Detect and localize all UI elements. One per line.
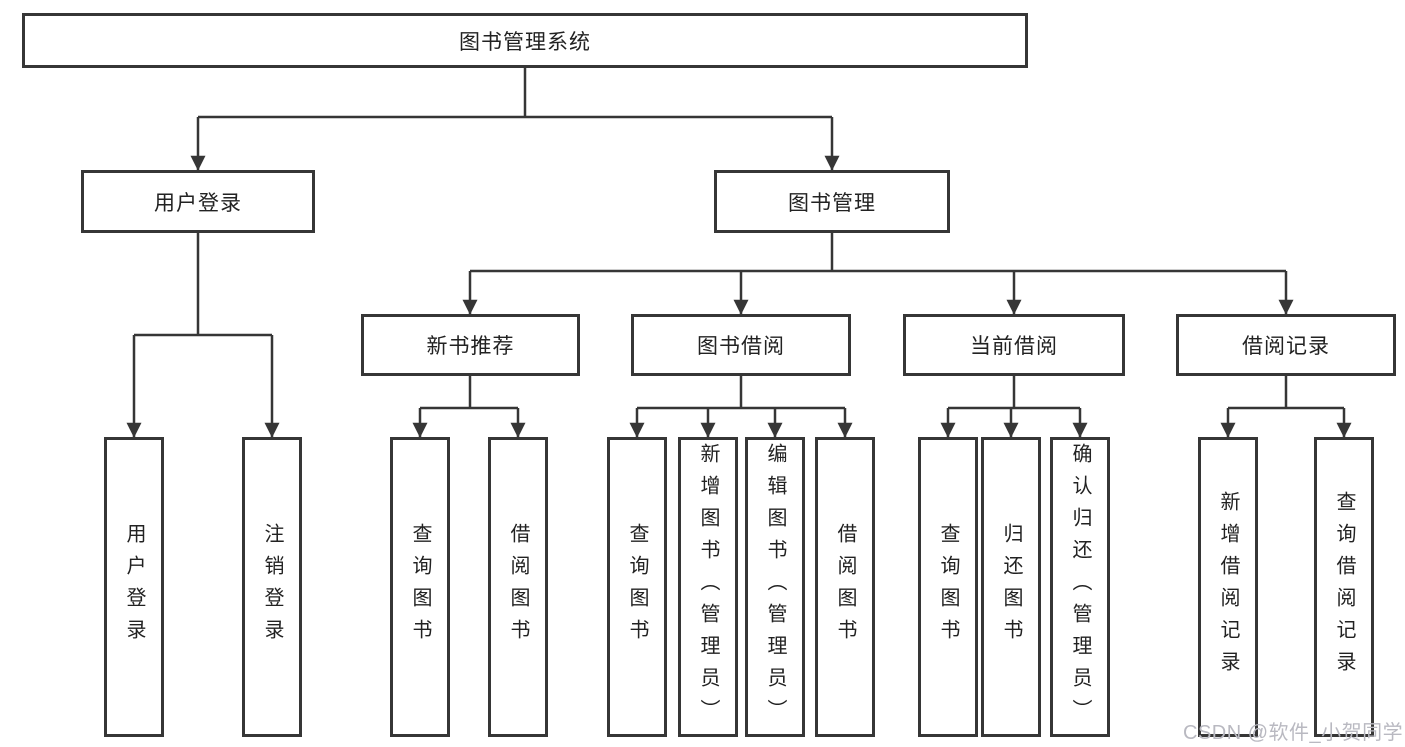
leaf-borrow-books-recommend-label: 借阅图书 <box>507 523 529 651</box>
connector-user-login-children <box>126 233 280 438</box>
leaf-borrow-books-2-label: 借阅图书 <box>834 523 856 651</box>
connector-book-management-children <box>462 233 1294 315</box>
leaf-borrow-books-recommend: 借阅图书 <box>488 437 548 737</box>
node-borrow-records: 借阅记录 <box>1176 314 1396 376</box>
node-borrow-records-label: 借阅记录 <box>1242 335 1330 358</box>
connector-book-borrow-children <box>629 376 853 438</box>
leaf-confirm-return-admin: 确认归还（管理员） <box>1050 437 1110 737</box>
leaf-query-books-recommend-label: 查询图书 <box>409 523 431 651</box>
node-current-borrow: 当前借阅 <box>903 314 1125 376</box>
leaf-edit-book-admin-label: 编辑图书（管理员） <box>764 443 786 731</box>
leaf-add-borrow-record-label: 新增借阅记录 <box>1217 491 1239 683</box>
node-user-login-label: 用户登录 <box>154 191 242 215</box>
node-book-borrow-label: 图书借阅 <box>697 335 785 358</box>
csdn-watermark: CSDN @软件_小贺同学 <box>1183 722 1404 744</box>
node-root-system-label: 图书管理系统 <box>459 30 591 54</box>
leaf-add-borrow-record: 新增借阅记录 <box>1198 437 1258 737</box>
leaf-user-login-label: 用户登录 <box>123 523 145 651</box>
leaf-edit-book-admin: 编辑图书（管理员） <box>745 437 805 737</box>
leaf-confirm-return-admin-label: 确认归还（管理员） <box>1069 443 1091 731</box>
node-current-borrow-label: 当前借阅 <box>970 335 1058 358</box>
node-book-management: 图书管理 <box>714 170 950 233</box>
leaf-query-borrow-record-label: 查询借阅记录 <box>1333 491 1355 683</box>
leaf-query-books-current-label: 查询图书 <box>937 523 959 651</box>
leaf-add-book-admin-label: 新增图书（管理员） <box>697 443 719 731</box>
leaf-return-book: 归还图书 <box>981 437 1041 737</box>
node-root-system: 图书管理系统 <box>22 13 1028 68</box>
connector-new-book-children <box>412 376 526 438</box>
leaf-query-borrow-record: 查询借阅记录 <box>1314 437 1374 737</box>
leaf-query-books-current: 查询图书 <box>918 437 978 737</box>
node-book-borrow: 图书借阅 <box>631 314 851 376</box>
leaf-logout-label: 注销登录 <box>261 523 283 651</box>
leaf-query-books-borrow-label: 查询图书 <box>626 523 648 651</box>
node-new-book-recommend: 新书推荐 <box>361 314 580 376</box>
leaf-query-books-recommend: 查询图书 <box>390 437 450 737</box>
node-new-book-recommend-label: 新书推荐 <box>426 335 515 358</box>
connector-current-borrow-children <box>940 376 1088 438</box>
node-user-login: 用户登录 <box>81 170 315 233</box>
leaf-return-book-label: 归还图书 <box>1000 523 1022 651</box>
connector-borrow-record-children <box>1220 376 1352 438</box>
node-book-management-label: 图书管理 <box>788 191 876 215</box>
leaf-logout: 注销登录 <box>242 437 302 737</box>
connector-root-to-level2 <box>190 66 840 171</box>
leaf-query-books-borrow: 查询图书 <box>607 437 667 737</box>
leaf-user-login: 用户登录 <box>104 437 164 737</box>
leaf-borrow-books-2: 借阅图书 <box>815 437 875 737</box>
leaf-add-book-admin: 新增图书（管理员） <box>678 437 738 737</box>
